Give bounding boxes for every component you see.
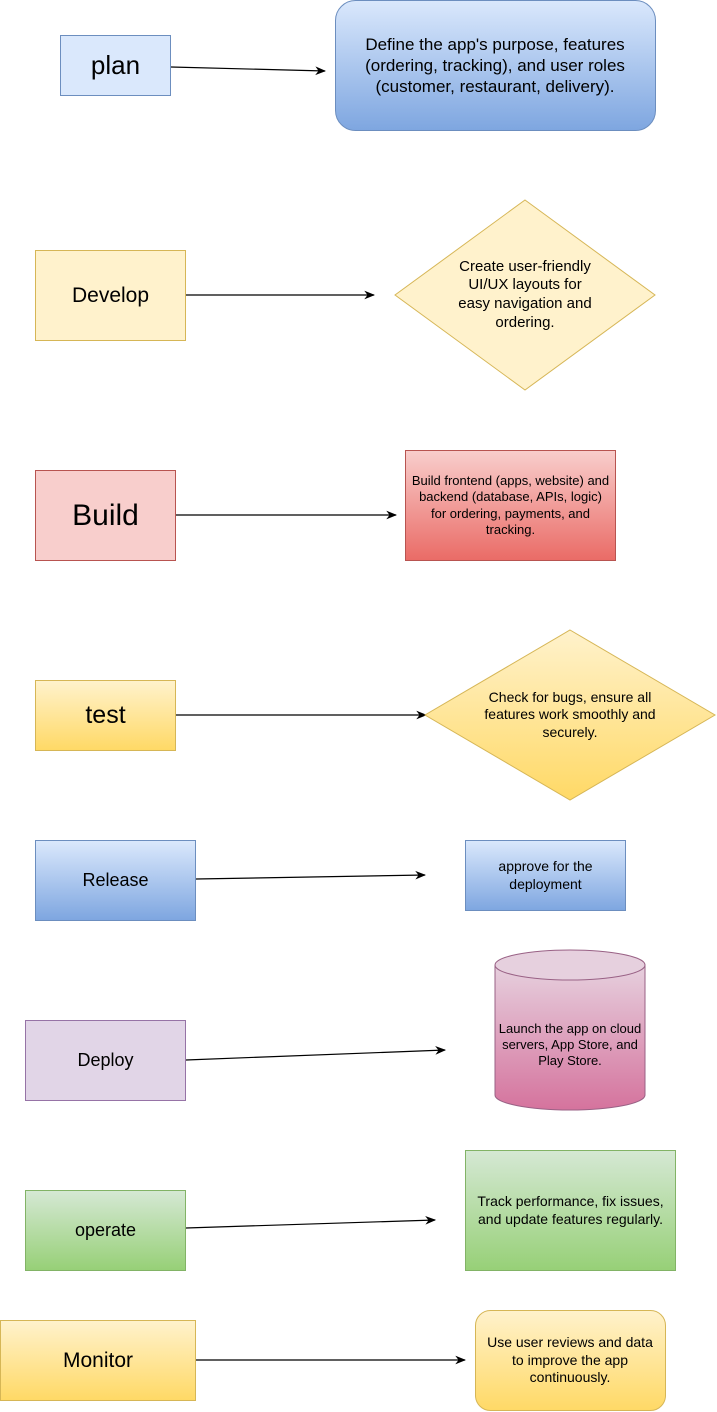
build-description-box — [405, 450, 616, 561]
deploy-description-cylinder — [494, 949, 646, 1111]
operate-description-box — [465, 1150, 676, 1271]
stage-release: Release — [35, 840, 196, 921]
stage-deploy-label: Deploy — [77, 1050, 134, 1070]
stage-monitor-label: Monitor — [62, 1348, 134, 1372]
stage-operate-label: operate — [74, 1220, 137, 1240]
connector-operate — [185, 1215, 437, 1229]
stage-deploy: Deploy — [25, 1020, 186, 1101]
stage-test-label: test — [85, 701, 126, 729]
deploy-description-text: Launch the app on cloud servers, App Sto… — [498, 1020, 642, 1069]
stage-operate: operate — [25, 1190, 186, 1271]
develop-description-text: Create user-friendly UI/UX layouts for e… — [458, 257, 592, 331]
test-description-diamond — [424, 629, 716, 801]
build-description-text: Build frontend (apps, website) and backe… — [411, 473, 610, 537]
stage-plan-label: plan — [90, 50, 141, 80]
stage-build-label: Build — [72, 498, 139, 532]
stage-test: test — [35, 680, 176, 751]
stage-release-label: Release — [82, 870, 149, 890]
stage-develop: Develop — [35, 250, 186, 341]
connector-release — [195, 870, 427, 880]
connector-deploy — [185, 1046, 447, 1061]
monitor-description-box — [475, 1310, 666, 1411]
connector-plan — [170, 66, 327, 76]
monitor-description-text: Use user reviews and data to improve the… — [487, 1334, 653, 1386]
release-description-box — [465, 840, 626, 911]
operate-description-text: Track performance, fix issues, and updat… — [477, 1193, 664, 1227]
plan-description-box — [335, 0, 656, 131]
stage-develop-label: Develop — [71, 283, 150, 307]
stage-monitor: Monitor — [0, 1320, 196, 1401]
test-description-text: Check for bugs, ensure all features work… — [484, 688, 656, 740]
stage-plan: plan — [60, 35, 171, 96]
stage-build: Build — [35, 470, 176, 561]
develop-description-diamond — [394, 199, 656, 391]
release-description-text: approve for the deployment — [498, 858, 593, 892]
plan-description-text: Define the app's purpose, features (orde… — [365, 34, 625, 97]
